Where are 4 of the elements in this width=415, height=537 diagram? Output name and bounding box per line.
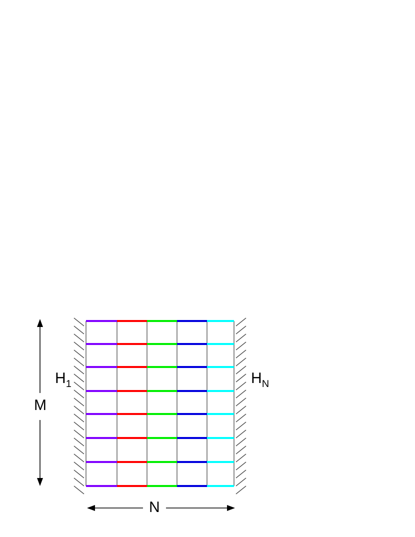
dimension-label: M — [32, 398, 48, 413]
dimension-label: N — [147, 500, 162, 515]
dimension-label: H$_{N}$ — [250, 371, 270, 390]
dimension-label: H$_{1}$ — [54, 371, 72, 390]
